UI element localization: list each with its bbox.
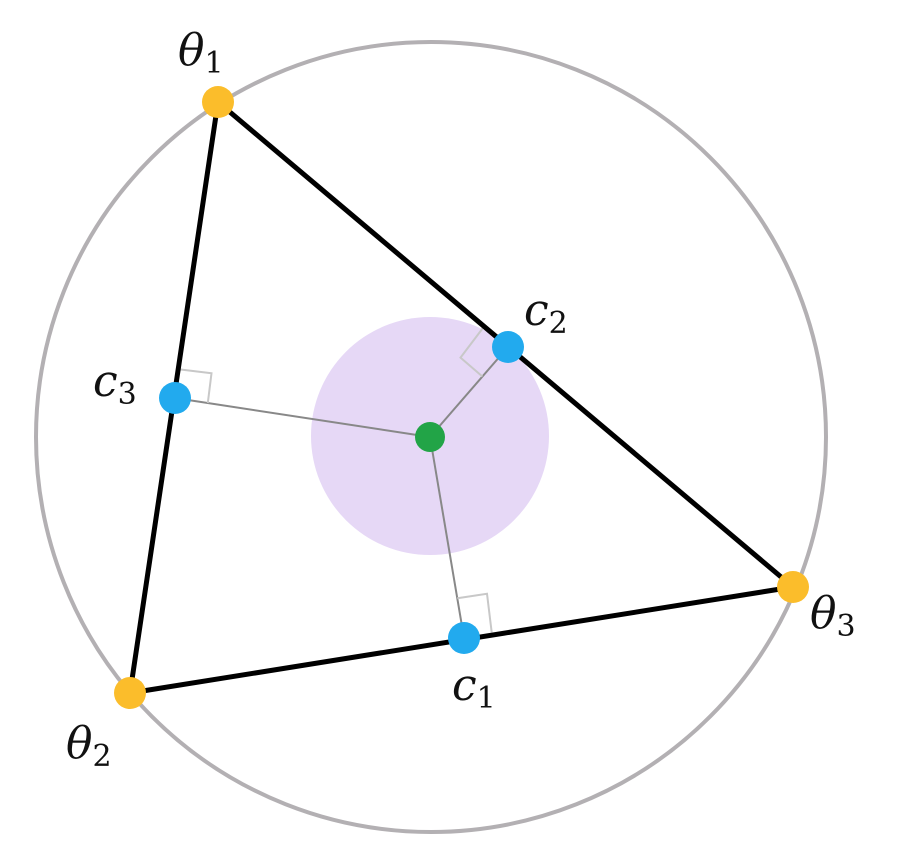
foot-c1 bbox=[448, 622, 480, 654]
label-theta2: θ2 bbox=[66, 718, 112, 774]
vertex-theta3 bbox=[777, 571, 809, 603]
label-c3: c3 bbox=[93, 356, 137, 412]
right-angle-c3 bbox=[178, 368, 213, 404]
label-theta3: θ3 bbox=[810, 588, 856, 644]
label-theta1: θ1 bbox=[178, 25, 224, 81]
perp-to-c2 bbox=[429, 346, 509, 438]
vertex-theta1 bbox=[202, 86, 234, 118]
perp-to-c3 bbox=[174, 397, 431, 438]
foot-c3 bbox=[159, 382, 191, 414]
circumcircle bbox=[34, 40, 828, 834]
label-c2: c2 bbox=[524, 285, 568, 341]
vertex-theta2 bbox=[114, 677, 146, 709]
center-point bbox=[415, 422, 445, 452]
right-angle-c2 bbox=[459, 326, 485, 378]
foot-c2 bbox=[492, 331, 524, 363]
perp-to-c1 bbox=[429, 436, 465, 639]
right-angle-c1 bbox=[457, 592, 493, 633]
label-c1: c1 bbox=[452, 660, 496, 716]
